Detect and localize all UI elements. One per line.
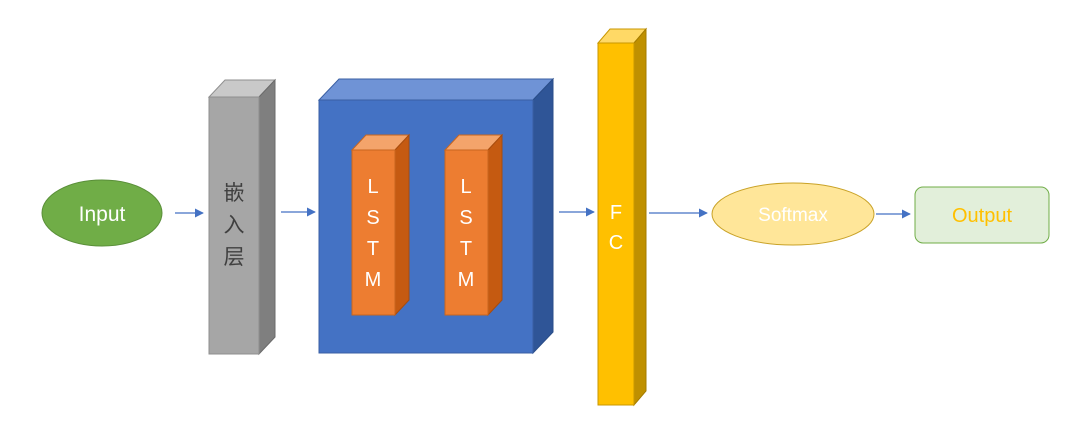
embedding-label-char-3: 层 xyxy=(224,246,245,269)
lstm-1-char-4: M xyxy=(365,269,382,291)
lstm-2-char-4: M xyxy=(458,269,475,291)
output-node: Output xyxy=(914,186,1050,244)
lstm-cell-2: L S T M xyxy=(443,133,504,317)
lstm-1-char-2: S xyxy=(366,207,379,229)
fc-label-char-1: F xyxy=(610,202,622,224)
lstm-cell-1: L S T M xyxy=(350,133,411,317)
input-label: Input xyxy=(79,203,126,226)
output-label: Output xyxy=(952,205,1012,227)
embedding-label-char-1: 嵌 xyxy=(224,182,245,205)
fc-layer-block: F C xyxy=(596,27,648,407)
lstm-2-char-3: T xyxy=(460,238,472,260)
lstm-1-char-1: L xyxy=(367,176,378,198)
softmax-label: Softmax xyxy=(758,205,828,226)
softmax-node: Softmax xyxy=(711,182,875,246)
lstm-2-char-2: S xyxy=(459,207,472,229)
lstm-1-char-3: T xyxy=(367,238,379,260)
input-node: Input xyxy=(41,179,163,247)
fc-label-char-2: C xyxy=(609,232,623,254)
lstm-2-char-1: L xyxy=(460,176,471,198)
embedding-layer-block: 嵌 入 层 xyxy=(207,78,277,356)
embedding-label-char-2: 入 xyxy=(224,214,245,237)
